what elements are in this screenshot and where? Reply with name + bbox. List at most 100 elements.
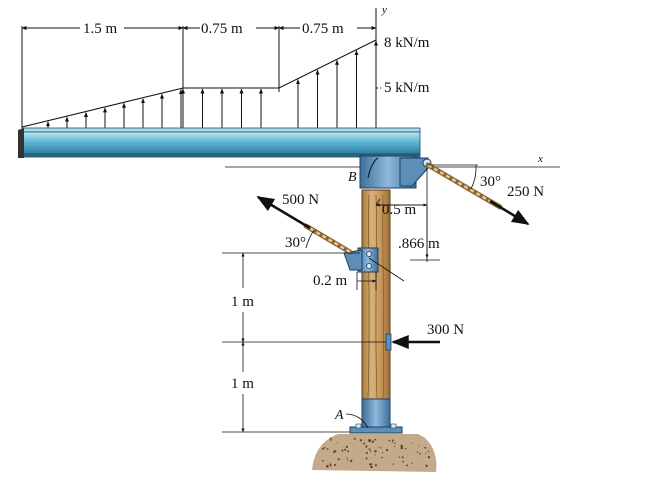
height-dimensions: [222, 252, 386, 433]
ground-speck: [401, 456, 404, 459]
ground-speck: [329, 437, 332, 440]
ground-speck: [419, 452, 421, 455]
load-arrows: [46, 40, 378, 128]
angle-left: [305, 229, 405, 282]
point-A-leader: [345, 413, 369, 429]
ground-speck: [322, 459, 324, 462]
beam: [18, 127, 421, 158]
angle-right-label: 30°: [480, 174, 501, 190]
force-500-label: 500 N: [282, 192, 319, 208]
ground-speck: [332, 451, 335, 454]
ground-speck: [391, 441, 394, 443]
ground-speck: [370, 465, 373, 469]
ground-speck: [398, 456, 401, 458]
force-500-arrow: [256, 195, 311, 230]
ground-speck: [380, 447, 382, 449]
ground-speck: [329, 463, 332, 466]
y-axis-label: y: [381, 4, 387, 16]
ground-speck: [381, 451, 384, 454]
ground-speck: [394, 442, 396, 444]
x-axis-label: x: [537, 153, 543, 165]
dim-0-2m: 0.2 m: [313, 273, 348, 289]
ground-speck: [368, 439, 371, 442]
ground-speck: [362, 442, 366, 445]
ground-speck: [385, 448, 389, 452]
point-B-label: B: [348, 170, 357, 185]
ground-speck: [321, 447, 324, 450]
ground-speck: [392, 439, 394, 442]
ground-speck: [400, 444, 403, 448]
ground-speck: [359, 439, 362, 442]
ground-speck: [393, 445, 396, 448]
point-A-label: A: [334, 408, 344, 423]
dim-0-75m-b: 0.75 m: [302, 21, 344, 37]
rope-500: [303, 223, 353, 255]
ground-speck: [427, 450, 430, 453]
ground-speck: [392, 463, 394, 465]
side-plate: [385, 333, 392, 351]
dim-0-5m: 0.5 m: [382, 202, 417, 218]
dim-1-5m: 1.5 m: [83, 21, 118, 37]
ground-speck: [353, 437, 356, 440]
rope-250: [425, 162, 503, 210]
ground-speck: [330, 439, 332, 441]
ground-speck: [416, 451, 419, 453]
base-bracket: [349, 398, 403, 434]
ground-speck: [374, 454, 376, 456]
ground-speck: [368, 463, 372, 466]
ground-speck: [402, 460, 404, 463]
ground-speck: [371, 440, 374, 443]
ground-speck: [344, 448, 347, 451]
ground-speck: [374, 450, 377, 453]
ground-speck: [329, 465, 332, 467]
angle-right: [428, 164, 478, 190]
angle-left-label: 30°: [285, 235, 306, 251]
ground-speck: [368, 448, 371, 451]
ground-speck: [369, 450, 372, 452]
ground-speck: [411, 462, 413, 464]
mid-bracket: [343, 247, 379, 273]
ground-speck: [365, 451, 368, 454]
ground-speck: [345, 445, 349, 449]
ground-speck: [365, 445, 368, 448]
dim-height-1: 1 m: [231, 294, 254, 310]
ground-speck: [373, 439, 376, 441]
ground-speck: [326, 448, 329, 450]
dim-0-2m-lines: [356, 272, 377, 290]
ground-speck: [388, 439, 391, 442]
ground-speck: [347, 450, 350, 453]
dim-0-866m: .866 m: [398, 236, 440, 252]
ground-speck: [418, 445, 420, 447]
ground-speck: [381, 456, 383, 459]
ground-speck: [326, 464, 329, 468]
ground-speck: [411, 442, 413, 444]
ground-speck: [400, 446, 404, 450]
distributed-load: [21, 39, 381, 128]
uniform-load-label: 5 kN/m: [384, 80, 430, 96]
ground-speck: [378, 446, 380, 448]
ground-speck: [428, 457, 430, 459]
ground-speck: [346, 457, 349, 459]
dim-0-75m-a: 0.75 m: [201, 21, 243, 37]
ground-speck: [424, 446, 427, 449]
force-250-label: 250 N: [507, 184, 544, 200]
peak-load-label: 8 kN/m: [384, 35, 430, 51]
ground-speck: [365, 457, 368, 460]
ground-speck: [425, 464, 428, 467]
force-300-label: 300 N: [427, 322, 464, 338]
ground: [312, 434, 437, 472]
ground-speck: [425, 452, 427, 454]
ground-speck: [333, 463, 337, 467]
wood-post: [361, 189, 391, 403]
ground-speck: [350, 459, 353, 463]
ground-speck: [404, 447, 407, 450]
ground-speck: [374, 464, 377, 467]
dim-height-2: 1 m: [231, 376, 254, 392]
ground-speck: [406, 464, 408, 467]
bracket-dimensions: [375, 168, 440, 262]
ground-speck: [337, 458, 340, 461]
force-250-arrow: [489, 199, 530, 226]
ground-speck: [323, 446, 326, 449]
